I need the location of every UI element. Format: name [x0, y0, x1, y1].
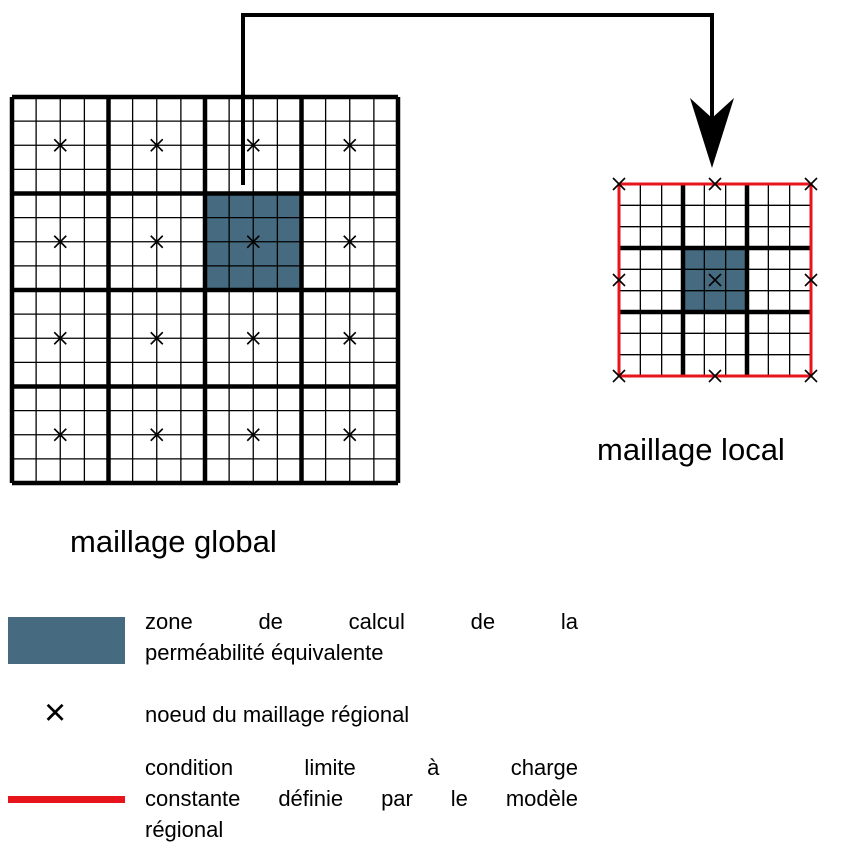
- node-cross-stroke: [343, 428, 357, 442]
- regional-node-icon: [150, 428, 164, 442]
- node-cross-stroke: [708, 369, 722, 383]
- node-cross-stroke: [612, 369, 626, 383]
- local-mesh-grid: [612, 177, 818, 383]
- regional-node-icon: [343, 138, 357, 152]
- regional-node-icon: [53, 428, 67, 442]
- node-cross-stroke: [708, 177, 722, 191]
- node-cross-stroke: [53, 331, 67, 345]
- regional-node-icon: [53, 235, 67, 249]
- node-cross-stroke: [804, 177, 818, 191]
- node-cross-stroke: [150, 331, 164, 345]
- regional-node-icon: [708, 369, 722, 383]
- regional-node-icon: [53, 138, 67, 152]
- node-cross-stroke: [246, 138, 260, 152]
- regional-node-icon: [612, 177, 626, 191]
- regional-node-icon: [53, 331, 67, 345]
- node-cross-stroke: [150, 138, 164, 152]
- zoom-arrow-line: [241, 13, 714, 185]
- node-cross-stroke: [150, 428, 164, 442]
- zoom-arrow: [241, 13, 734, 185]
- regional-node-icon: [612, 273, 626, 287]
- node-cross-stroke: [343, 138, 357, 152]
- regional-node-icon: [343, 235, 357, 249]
- zoom-arrow-head: [690, 98, 734, 168]
- local-mesh-label: maillage local: [597, 432, 785, 467]
- regional-node-icon: [150, 331, 164, 345]
- node-cross-stroke: [343, 331, 357, 345]
- regional-node-icon: [804, 273, 818, 287]
- regional-node-icon: [343, 331, 357, 345]
- regional-node-icon: [246, 428, 260, 442]
- boundary-line-swatch: [8, 796, 125, 803]
- regional-node-icon: [708, 273, 722, 287]
- node-cross-stroke: [53, 428, 67, 442]
- boundary-legend-line-1: condition limite à charge: [145, 755, 578, 780]
- regional-node-icon: [246, 331, 260, 345]
- node-cross-stroke: [343, 235, 357, 249]
- regional-node-icon: [150, 235, 164, 249]
- zone-legend-line-1: zone de calcul de la: [145, 609, 578, 634]
- node-cross-stroke: [612, 273, 626, 287]
- node-cross-stroke: [612, 177, 626, 191]
- node-cross-stroke: [246, 235, 260, 249]
- regional-node-icon: [246, 235, 260, 249]
- regional-node-icon: [804, 369, 818, 383]
- node-cross-stroke: [246, 331, 260, 345]
- regional-node-icon: [804, 177, 818, 191]
- zone-swatch: [8, 617, 125, 664]
- zone-legend-line-2: perméabilité équivalente: [145, 640, 384, 665]
- global-mesh-label: maillage global: [70, 524, 277, 559]
- boundary-legend-line-2: constante définie par le modèle: [145, 786, 578, 811]
- regional-node-icon: [612, 369, 626, 383]
- regional-node-icon: [708, 177, 722, 191]
- node-cross-stroke: [150, 235, 164, 249]
- node-symbol-icon: ×: [44, 692, 67, 734]
- node-cross-stroke: [708, 273, 722, 287]
- node-legend-text: noeud du maillage régional: [145, 702, 410, 727]
- boundary-legend-text: condition limite à charge constante défi…: [145, 752, 578, 845]
- node-cross-stroke: [53, 235, 67, 249]
- global-mesh-grid: [9, 94, 401, 486]
- regional-node-icon: [150, 138, 164, 152]
- regional-node-icon: [246, 138, 260, 152]
- node-cross-stroke: [53, 138, 67, 152]
- boundary-legend-line-3: régional: [145, 817, 224, 842]
- node-cross-stroke: [804, 273, 818, 287]
- regional-node-icon: [343, 428, 357, 442]
- node-cross-stroke: [804, 369, 818, 383]
- zone-legend-text: zone de calcul de la perméabilité équiva…: [145, 606, 578, 668]
- node-cross-stroke: [246, 428, 260, 442]
